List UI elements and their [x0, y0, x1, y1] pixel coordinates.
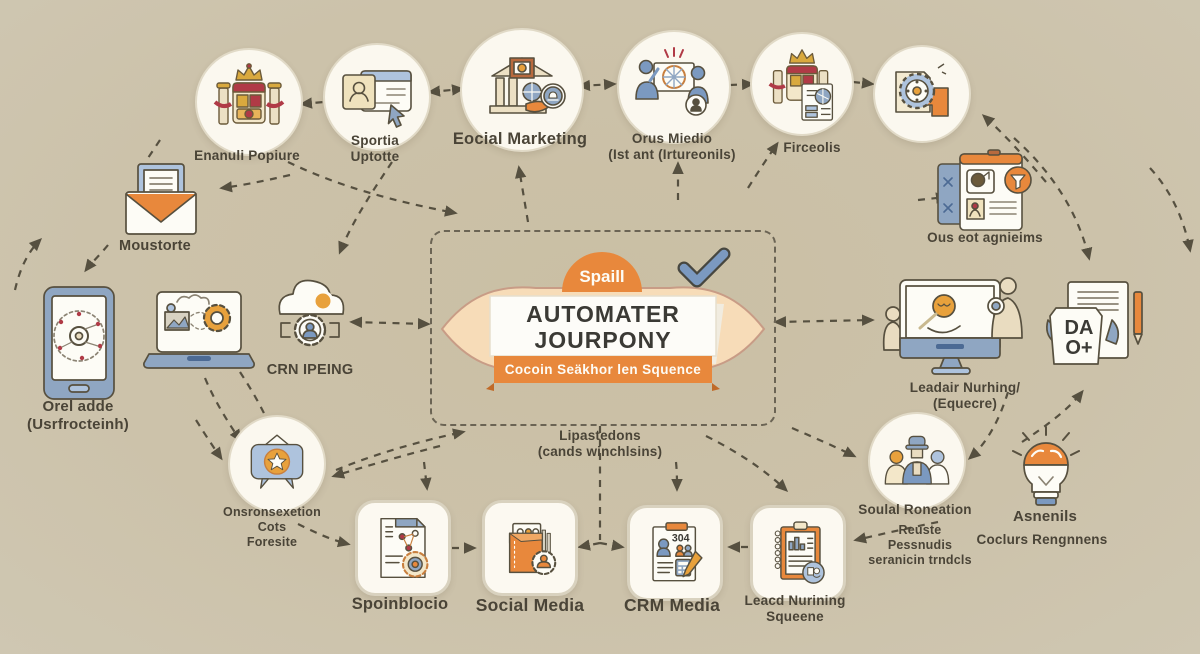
monitor-person-icon: [882, 277, 1023, 375]
checkmark-icon: [677, 247, 731, 288]
cloud-gear-person-icon: [278, 279, 345, 347]
node-leacd-nurining: [750, 505, 846, 601]
chat-star-icon: [250, 434, 304, 489]
node-moustorte: [118, 160, 204, 247]
document-pencil-icon: DA O+: [1046, 281, 1143, 365]
people-presentation-icon: [635, 47, 709, 116]
crm-report-icon: 304: [652, 522, 703, 582]
node-asnenils-bulb: [1005, 425, 1087, 516]
label-firceolis: Firceolis: [783, 140, 841, 155]
node-crm-media: 304: [627, 505, 723, 601]
node-orel-adde: [40, 284, 118, 407]
gear-machine-icon: [895, 63, 949, 117]
stamp-browser-icon: [342, 70, 412, 128]
label-crm-media: CRM Media: [623, 595, 721, 615]
report-funnel-icon: [937, 149, 1032, 231]
title-box: [489, 295, 717, 357]
node-orus-miedio: [617, 30, 731, 144]
label-sportia-uptotte: Sportia Uptotte: [350, 133, 400, 165]
clipboard-chart-icon: [774, 521, 825, 584]
label-soulal-roneation: Soulal Roneation: [858, 502, 972, 517]
badge-shape: [562, 252, 642, 292]
label-leacd-nurining: Leacd Nurining Squeene: [744, 593, 846, 625]
spain-crest-icon: [213, 63, 285, 125]
folder-media-icon: [508, 522, 557, 576]
crm-doc-number: 304: [672, 533, 690, 545]
node-laptop-automation: [143, 288, 255, 377]
da-doc-text-2: O+: [1065, 337, 1092, 359]
label-orus-miedio: Orus Miedio (Ist ant (Irtureonils): [608, 131, 736, 163]
badge-text: Spaill: [579, 267, 624, 286]
node-spoinblocio: [355, 500, 451, 596]
label-lipastedons: Lipastedons (cands winchlsins): [537, 428, 663, 460]
node-social-media: [482, 500, 578, 596]
node-da-document: DA O+: [1042, 278, 1154, 383]
label-moustorte: Moustorte: [119, 238, 191, 254]
label-social-media: Social Media: [475, 595, 585, 615]
label-spoinblocio: Spoinblocio: [351, 595, 449, 613]
label-leadair-nurhing: Leadair Nurhing/ (Equecre): [909, 380, 1021, 412]
node-onsronsexetion: [228, 415, 326, 513]
node-soulal-roneation: [868, 412, 966, 510]
center-title-line1: AUTOMATER: [526, 301, 680, 327]
ribbon-bar: [494, 356, 712, 383]
lightbulb-icon: [1012, 426, 1080, 506]
label-orel-adde: Orel adde (Usrfrocteinh): [27, 398, 129, 433]
node-firceolis: [750, 32, 854, 136]
node-eocial-marketing: [460, 28, 584, 152]
people-group-icon: [884, 435, 950, 485]
label-onsronsexetion: Onsronsexetion Cots Foresite: [223, 505, 321, 549]
center-dashed-box: Spaill AUTOMATER JOURPONY Cocoin Seäkhor…: [430, 230, 776, 426]
ribbon-folds: [486, 383, 720, 391]
spain-crest-document-icon: [768, 49, 834, 121]
label-enanuli-popiure: Enanuli Popiure: [194, 148, 300, 163]
label-asnenils: Asnenils: [1012, 508, 1078, 525]
node-crn-ipeing: [264, 272, 356, 367]
laptop-gear-icon: [143, 291, 255, 369]
label-crn-ipeing: CRN IPEING: [266, 362, 354, 378]
label-eocial-marketing: Eocial Marketing: [452, 130, 588, 148]
da-doc-text-1: DA: [1065, 317, 1094, 339]
node-enanuli-popiure: [195, 48, 303, 156]
building-bell-icon: [489, 57, 566, 114]
node-gear-machine: [873, 45, 971, 143]
node-leadair-nurhing: [880, 272, 1030, 382]
label-ous-eot-agnieims: Ous eot agnieims: [927, 230, 1043, 245]
workflow-document-gear-icon: [380, 517, 429, 579]
center-title-line2: JOURPONY: [534, 327, 671, 353]
center-ribbon-text: Cocoin Seäkhor len Squence: [505, 362, 702, 377]
center-banner: Spaill AUTOMATER JOURPONY Cocoin Seäkhor…: [440, 247, 766, 391]
envelope-icon: [125, 163, 197, 235]
label-soulal-roneation-sub: Reuste Pessnudis seranicin trndcls: [868, 523, 972, 567]
label-asnenils-sub: Coclurs Rengnnens: [976, 532, 1108, 547]
tablet-network-icon: [43, 286, 115, 400]
node-ous-eot-agnieims: [932, 148, 1044, 241]
